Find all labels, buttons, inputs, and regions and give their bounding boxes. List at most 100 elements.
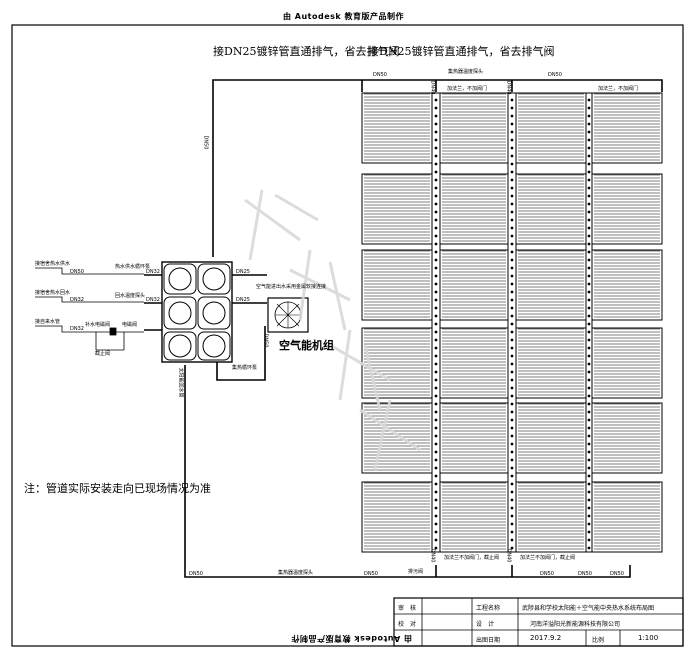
header-connector xyxy=(510,538,514,542)
header-connector xyxy=(434,434,438,438)
header-connector xyxy=(587,314,591,318)
header-connector xyxy=(587,282,591,286)
collector-panel xyxy=(515,249,587,321)
header-connector xyxy=(510,154,514,158)
header-connector xyxy=(510,122,514,126)
collector-panel xyxy=(439,481,509,553)
pipe-label: DN32 xyxy=(70,326,84,332)
return-pipe-label: 太阳能回水管 xyxy=(177,367,184,398)
header-connector xyxy=(587,370,591,374)
header-connector xyxy=(434,266,438,270)
header-connector xyxy=(587,426,591,430)
header-connector xyxy=(434,130,438,134)
header-connector xyxy=(434,530,438,534)
header-connector xyxy=(510,106,514,110)
header-connector xyxy=(510,274,514,278)
project-name: 武陟县和学校太阳能＋空气能中央热水系统布局图 xyxy=(522,605,655,612)
header-connector xyxy=(587,114,591,118)
collector-panel xyxy=(591,173,663,245)
header-connector xyxy=(587,410,591,414)
collector-header xyxy=(507,92,517,553)
header-connector xyxy=(434,186,438,190)
header-connector xyxy=(434,506,438,510)
circulation-pump-label: 集热循环泵 xyxy=(232,365,258,371)
collector-panel xyxy=(361,249,433,321)
header-connector xyxy=(434,426,438,430)
header-connector xyxy=(587,106,591,110)
collector-temp-probe-label: 集热器温度探头 xyxy=(448,69,484,75)
header-connector xyxy=(434,274,438,278)
header-connector xyxy=(587,266,591,270)
header-connector xyxy=(510,138,514,142)
header-connector xyxy=(434,282,438,286)
header-connector xyxy=(434,490,438,494)
header-connector xyxy=(434,242,438,246)
header-connector xyxy=(510,362,514,366)
pipe-label: DN50 xyxy=(540,571,554,577)
header-connector xyxy=(587,130,591,134)
header-connector xyxy=(510,450,514,454)
header-connector xyxy=(587,490,591,494)
top-note-left: 接DN25镀锌管直通排气，省去排气阀 xyxy=(213,45,400,58)
header-connector xyxy=(587,538,591,542)
header-connector xyxy=(587,546,591,550)
header-connector xyxy=(434,538,438,542)
collector-panel xyxy=(439,249,509,321)
header-connector xyxy=(434,330,438,334)
header-connector xyxy=(510,514,514,518)
header-connector xyxy=(587,234,591,238)
solar-collector-array xyxy=(361,92,663,553)
bottom-probe-label: 集热器温度探头 xyxy=(278,570,314,576)
header-connector xyxy=(510,522,514,526)
design-label: 设 计 xyxy=(476,621,495,628)
header-connector xyxy=(434,418,438,422)
supply-label: 接宿舍热水供水 xyxy=(35,261,71,267)
header-connector xyxy=(510,282,514,286)
header-connector xyxy=(510,370,514,374)
header-connector xyxy=(510,146,514,150)
pump-label: 热水供水循环泵 xyxy=(115,264,151,270)
header-connector xyxy=(510,162,514,166)
header-connector xyxy=(510,330,514,334)
pipe-label: DN50 xyxy=(373,72,387,78)
pipe-label: DN40 xyxy=(429,80,436,95)
header-connector xyxy=(434,322,438,326)
header-connector xyxy=(587,274,591,278)
pipe-label: DN50 xyxy=(189,571,203,577)
pipe-label: DN50 xyxy=(548,72,562,78)
header-connector xyxy=(510,298,514,302)
review-label: 审 核 xyxy=(398,605,417,612)
header-connector xyxy=(510,546,514,550)
pipe-label: DN50 xyxy=(578,571,592,577)
pipe-label: DN32 xyxy=(146,297,160,303)
header-connector xyxy=(434,498,438,502)
header-connector xyxy=(587,290,591,294)
collector-panel xyxy=(361,481,433,553)
pipe-label: DN32 xyxy=(70,297,84,303)
header-connector xyxy=(510,178,514,182)
header-connector xyxy=(510,170,514,174)
collector-panel xyxy=(591,481,663,553)
check-label: 校 对 xyxy=(398,621,417,628)
header-connector xyxy=(434,138,438,142)
header-connector xyxy=(434,234,438,238)
collector-panel xyxy=(361,327,433,399)
header-connector xyxy=(434,354,438,358)
water-tank-icon xyxy=(161,261,233,363)
header-connector xyxy=(434,210,438,214)
header-connector xyxy=(510,458,514,462)
date-label: 出图日期 xyxy=(476,637,501,644)
collector-panel xyxy=(515,402,587,474)
flange-note: 加法兰，不加阀门 xyxy=(447,86,488,92)
header-connector xyxy=(434,402,438,406)
header-connector xyxy=(587,394,591,398)
header-connector xyxy=(587,466,591,470)
header-connector xyxy=(434,522,438,526)
header-connector xyxy=(587,474,591,478)
collector-panel xyxy=(361,92,433,164)
pipe-label: DN50 xyxy=(364,571,378,577)
header-connector xyxy=(510,306,514,310)
collector-panel xyxy=(439,173,509,245)
header-connector xyxy=(434,170,438,174)
